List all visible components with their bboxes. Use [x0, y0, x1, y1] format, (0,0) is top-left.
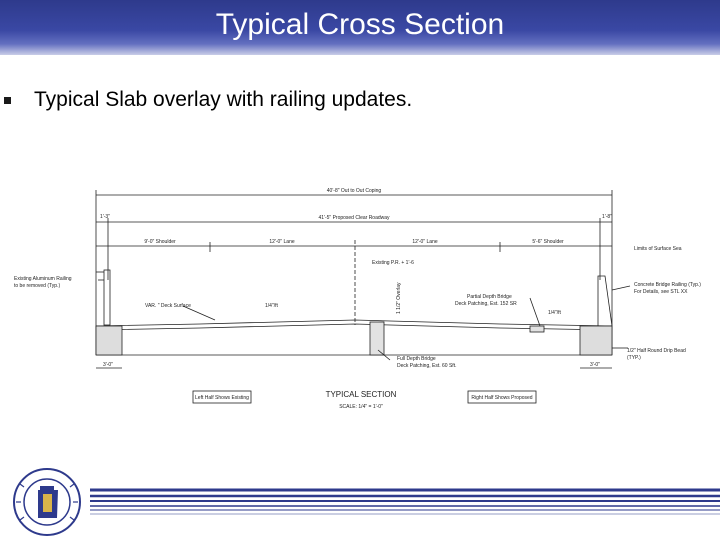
- label-concrete-rail-2: For Details, see STL XX: [634, 289, 688, 295]
- left-curb-hatch: [95, 325, 123, 356]
- label-out-to-out: 40'-8" Out to Out Coping: [327, 188, 382, 194]
- label-right-dim: 3'-0": [590, 362, 600, 368]
- slide-title: Typical Cross Section: [215, 8, 505, 41]
- existing-railing-post: [103, 269, 111, 326]
- label-partial-depth-2: Deck Patching, Est. 152 SR: [455, 301, 517, 307]
- label-full-depth-2: Deck Patching, Est. 60 Sft.: [397, 363, 456, 369]
- bottom-stripe-band: [90, 488, 720, 515]
- label-left-dim: 3'-0": [103, 362, 113, 368]
- partial-depth-patch: [529, 325, 545, 333]
- label-existing-rail-2: to be removed (Typ.): [14, 283, 60, 289]
- indot-seal-logo: [13, 468, 81, 536]
- label-section-title: TYPICAL SECTION: [326, 390, 397, 399]
- full-depth-patch: [369, 321, 385, 356]
- label-existing-rail-1: Existing Aluminum Railing: [14, 276, 72, 282]
- left-half-box: [192, 390, 252, 404]
- label-right-curb: 1'-8": [602, 214, 612, 220]
- label-slope-left: 1/4"/ft: [265, 303, 279, 309]
- label-full-depth-1: Full Depth Bridge: [397, 356, 436, 362]
- leader-partial-depth: [529, 297, 541, 327]
- deck-surface-line: [95, 319, 613, 327]
- label-concrete-rail-1: Concrete Bridge Railing (Typ.): [634, 282, 701, 288]
- label-right-shoulder: 5'-6" Shoulder: [532, 239, 564, 245]
- label-overlay-depth: 1 1/2" Overlay: [396, 282, 402, 314]
- title-bar: Typical Cross Section: [0, 0, 720, 55]
- label-right-lane: 12'-0" Lane: [412, 239, 437, 245]
- label-partial-depth-1: Partial Depth Bridge: [467, 294, 512, 300]
- concrete-railing: [597, 275, 613, 327]
- leader-deck-surface: [182, 305, 216, 321]
- label-existing-pr: Existing P.R. + 1'-6: [372, 260, 414, 266]
- label-drip-bead-2: (TYP.): [627, 355, 641, 361]
- label-left-lane: 12'-0" Lane: [269, 239, 294, 245]
- bullet-text: Typical Slab overlay with railing update…: [34, 88, 413, 111]
- label-scale: SCALE: 1/4" = 1'-0": [339, 404, 383, 410]
- leader-full-depth: [377, 349, 391, 361]
- label-left-half: Left Half Shows Existing: [195, 395, 249, 401]
- label-left-shoulder: 9'-0" Shoulder: [144, 239, 176, 245]
- label-deck-surface: VAR. " Deck Surface: [145, 303, 191, 309]
- label-clear-roadway: 41'-5" Proposed Clear Roadway: [318, 215, 390, 221]
- label-right-half: Right Half Shows Proposed: [471, 395, 532, 401]
- bullet-square-icon: [4, 97, 11, 104]
- label-drip-bead-1: 1/2" Half Round Drip Bead: [627, 348, 686, 354]
- cross-section-drawing: 40'-8" Out to Out Coping 1'-3" 1'-8" 41'…: [14, 188, 701, 410]
- right-curb-hatch: [579, 325, 613, 356]
- label-slope-right: 1/4"/ft: [548, 310, 562, 316]
- label-left-curb: 1'-3": [100, 214, 110, 220]
- label-limits-surface: Limits of Surface Sea: [634, 246, 682, 252]
- right-half-box: [467, 390, 537, 404]
- leader-concrete-rail: [611, 285, 631, 291]
